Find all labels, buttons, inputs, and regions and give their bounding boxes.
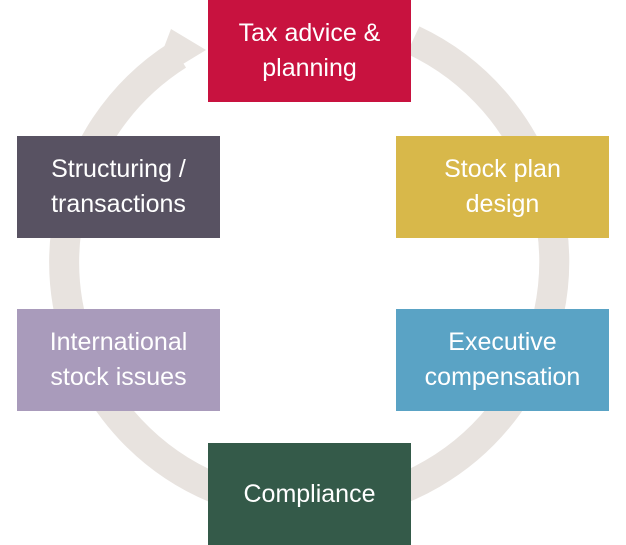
node-stock-plan-design: Stock plan design [396,136,609,238]
node-label-line: International [49,328,188,356]
node-label-line: Executive [448,328,557,356]
cycle-arrowhead [150,29,206,84]
node-label-line: design [465,190,540,218]
node-label-line: Compliance [243,479,376,508]
node-executive-compensation: Executive compensation [396,309,609,411]
node-international-stock-issues: International stock issues [17,309,220,411]
node-label-line: compensation [424,363,581,391]
cycle-ring-arc [49,26,570,522]
node-label-line: stock issues [50,363,187,391]
node-label-line: planning [262,54,357,82]
node-label-line: transactions [51,190,186,218]
node-tax-advice-planning: Tax advice & planning [208,0,411,102]
node-structuring-transactions: Structuring / transactions [17,136,220,238]
node-compliance: Compliance [208,443,411,545]
node-label-line: Structuring / [51,155,186,183]
node-label-line: Stock plan [444,155,561,183]
node-label-line: Tax advice & [238,19,381,47]
